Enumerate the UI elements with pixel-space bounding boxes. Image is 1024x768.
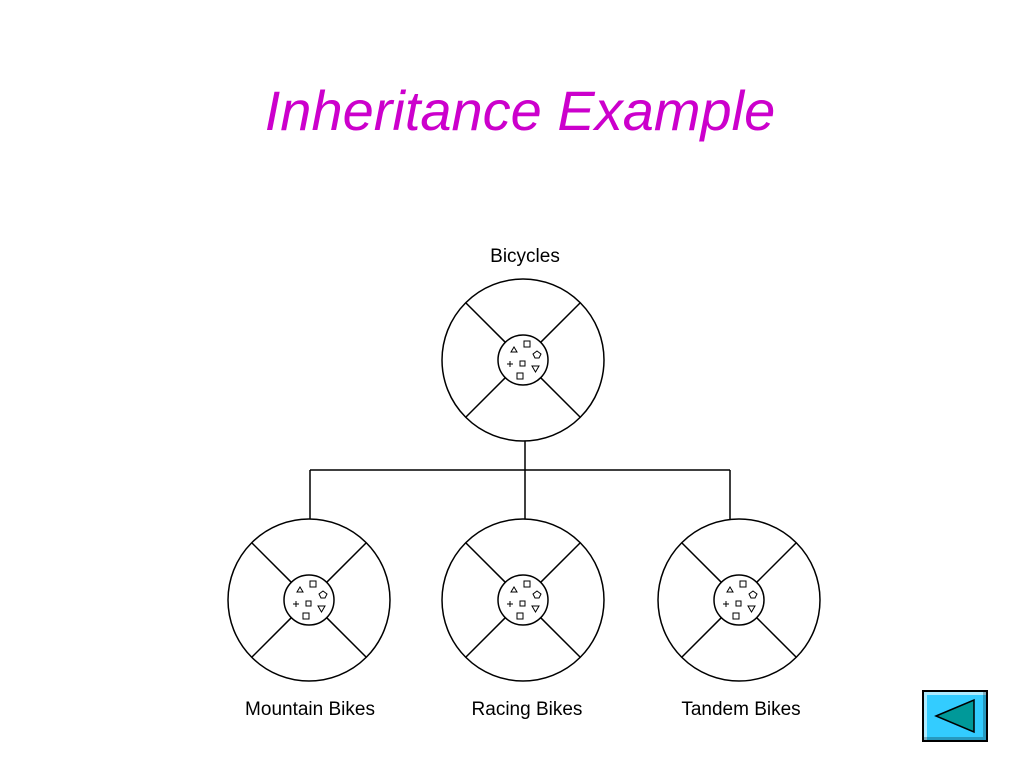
core-cross bbox=[507, 601, 513, 607]
core-square bbox=[309, 580, 317, 588]
core-cross bbox=[507, 361, 513, 367]
core-triangle bbox=[510, 586, 518, 593]
core-triangle bbox=[296, 586, 304, 593]
wheel-spoke bbox=[465, 617, 506, 658]
core-down-triangle bbox=[531, 365, 540, 373]
wheel-spoke bbox=[756, 617, 797, 658]
core-bottom-square bbox=[516, 612, 524, 620]
wheel-spoke bbox=[251, 617, 292, 658]
object-core-icon bbox=[507, 580, 542, 620]
wheel-spoke bbox=[540, 617, 581, 658]
wheel-spoke bbox=[465, 302, 506, 343]
wheel-spoke bbox=[540, 542, 581, 583]
wheel-spoke bbox=[465, 542, 506, 583]
core-small-square bbox=[519, 600, 526, 607]
wheel-spoke bbox=[251, 542, 292, 583]
wheel-spoke bbox=[465, 377, 506, 418]
core-down-triangle bbox=[531, 605, 540, 613]
back-button[interactable] bbox=[922, 690, 988, 742]
node-label-tandem-bikes: Tandem Bikes bbox=[681, 699, 800, 720]
object-core-icon bbox=[293, 580, 328, 620]
core-square bbox=[523, 340, 531, 348]
left-triangle-icon bbox=[934, 698, 975, 734]
wheel-spoke bbox=[326, 617, 367, 658]
wheel-spoke bbox=[540, 377, 581, 418]
node-label-mountain-bikes: Mountain Bikes bbox=[245, 699, 375, 720]
left-triangle-shape bbox=[934, 698, 975, 734]
core-small-square bbox=[519, 360, 526, 367]
core-pentagon bbox=[748, 590, 758, 599]
node-bicycles bbox=[441, 278, 605, 442]
core-down-triangle bbox=[747, 605, 756, 613]
core-bottom-square bbox=[516, 372, 524, 380]
core-square bbox=[523, 580, 531, 588]
wheel-spoke bbox=[681, 617, 722, 658]
core-down-triangle bbox=[317, 605, 326, 613]
wheel-spoke bbox=[326, 542, 367, 583]
wheel-spoke bbox=[540, 302, 581, 343]
wheel-spoke bbox=[681, 542, 722, 583]
core-small-square bbox=[735, 600, 742, 607]
node-tandem-bikes bbox=[657, 518, 821, 682]
connector-lines bbox=[309, 440, 731, 522]
node-label-racing-bikes: Racing Bikes bbox=[472, 699, 583, 720]
core-bottom-square bbox=[732, 612, 740, 620]
core-pentagon bbox=[318, 590, 328, 599]
slide-title: Inheritance Example bbox=[264, 79, 776, 142]
core-cross bbox=[723, 601, 729, 607]
core-small-square bbox=[305, 600, 312, 607]
core-bottom-square bbox=[302, 612, 310, 620]
wheel-spoke bbox=[756, 542, 797, 583]
core-pentagon bbox=[532, 350, 542, 359]
node-label-bicycles: Bicycles bbox=[490, 246, 560, 267]
core-square bbox=[739, 580, 747, 588]
core-pentagon bbox=[532, 590, 542, 599]
core-triangle bbox=[510, 346, 518, 353]
core-triangle bbox=[726, 586, 734, 593]
core-cross bbox=[293, 601, 299, 607]
object-core-icon bbox=[723, 580, 758, 620]
object-core-icon bbox=[507, 340, 542, 380]
node-mountain-bikes bbox=[227, 518, 391, 682]
node-racing-bikes bbox=[441, 518, 605, 682]
